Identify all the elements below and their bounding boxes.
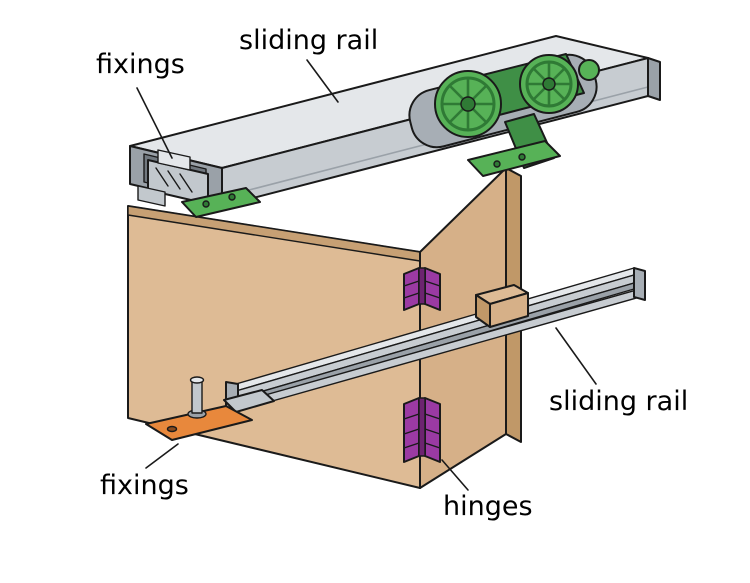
bottom-rail-right-endcap bbox=[633, 267, 646, 301]
hinge-bottom-seam bbox=[403, 442, 420, 449]
hinge-bottom-knuckle bbox=[418, 397, 426, 457]
leader-sliding-rail-right bbox=[555, 327, 597, 385]
hinge-bottom-seam bbox=[403, 413, 420, 420]
green-plate-screw bbox=[228, 193, 236, 201]
fixing-plate-orange bbox=[145, 376, 275, 441]
leader-hinges bbox=[441, 459, 469, 491]
hinge-top-knuckle bbox=[418, 267, 426, 305]
hinge-top-right-leaf bbox=[424, 267, 441, 311]
bottom-sliding-rail bbox=[225, 267, 646, 415]
green-plate bbox=[181, 187, 261, 218]
fixing-pin-top bbox=[189, 376, 205, 384]
bracket-screw bbox=[518, 153, 526, 161]
bracket-screw bbox=[493, 160, 501, 168]
trolley-door-bracket bbox=[467, 140, 561, 177]
label-fixings-bottom: fixings bbox=[100, 470, 189, 501]
hinge-bottom-seam bbox=[424, 428, 441, 435]
green-plate-screw bbox=[202, 200, 210, 208]
top-rail-right-endcap bbox=[647, 57, 661, 101]
roller-trolley bbox=[434, 53, 600, 177]
hinge-top-left-leaf bbox=[403, 267, 420, 311]
hinge-bottom-seam bbox=[403, 428, 420, 435]
label-sliding-rail-right: sliding rail bbox=[549, 386, 689, 417]
leader-lines bbox=[136, 59, 597, 491]
label-sliding-rail-top: sliding rail bbox=[239, 25, 379, 56]
hinge-top-seam bbox=[424, 280, 441, 287]
bracket-hatch bbox=[179, 173, 193, 193]
hinge-bottom-seam bbox=[424, 413, 441, 420]
bracket-top bbox=[157, 149, 191, 171]
label-fixings-top: fixings bbox=[96, 49, 185, 80]
guide-block bbox=[475, 284, 529, 328]
bracket-tab bbox=[137, 185, 166, 207]
small-roller-wheel bbox=[578, 59, 600, 81]
hinge-top-seam bbox=[424, 292, 441, 299]
fixing-pin bbox=[191, 379, 203, 414]
hinge-bottom-seam bbox=[424, 442, 441, 449]
label-hinges: hinges bbox=[443, 491, 533, 522]
hinge-top bbox=[403, 267, 441, 311]
hinge-top-seam bbox=[403, 280, 420, 287]
fixing-gray-angle bbox=[223, 389, 275, 413]
leader-fixings-top bbox=[136, 87, 173, 159]
hinge-top-seam bbox=[403, 292, 420, 299]
leader-fixings-bottom bbox=[145, 443, 179, 469]
bracket-hatch bbox=[167, 170, 181, 190]
rail-fixing-bracket bbox=[137, 149, 209, 207]
fixing-plate-hole bbox=[166, 425, 178, 433]
bracket-hatch bbox=[155, 167, 169, 187]
fixing-plate-green bbox=[181, 187, 261, 218]
guide-block-side bbox=[475, 294, 491, 328]
trolley-wheel-right bbox=[519, 54, 579, 114]
top-sliding-rail bbox=[129, 35, 661, 207]
trolley-wheel-left bbox=[434, 70, 502, 138]
leader-sliding-rail-top bbox=[306, 59, 339, 103]
hinge-bottom bbox=[403, 397, 441, 463]
